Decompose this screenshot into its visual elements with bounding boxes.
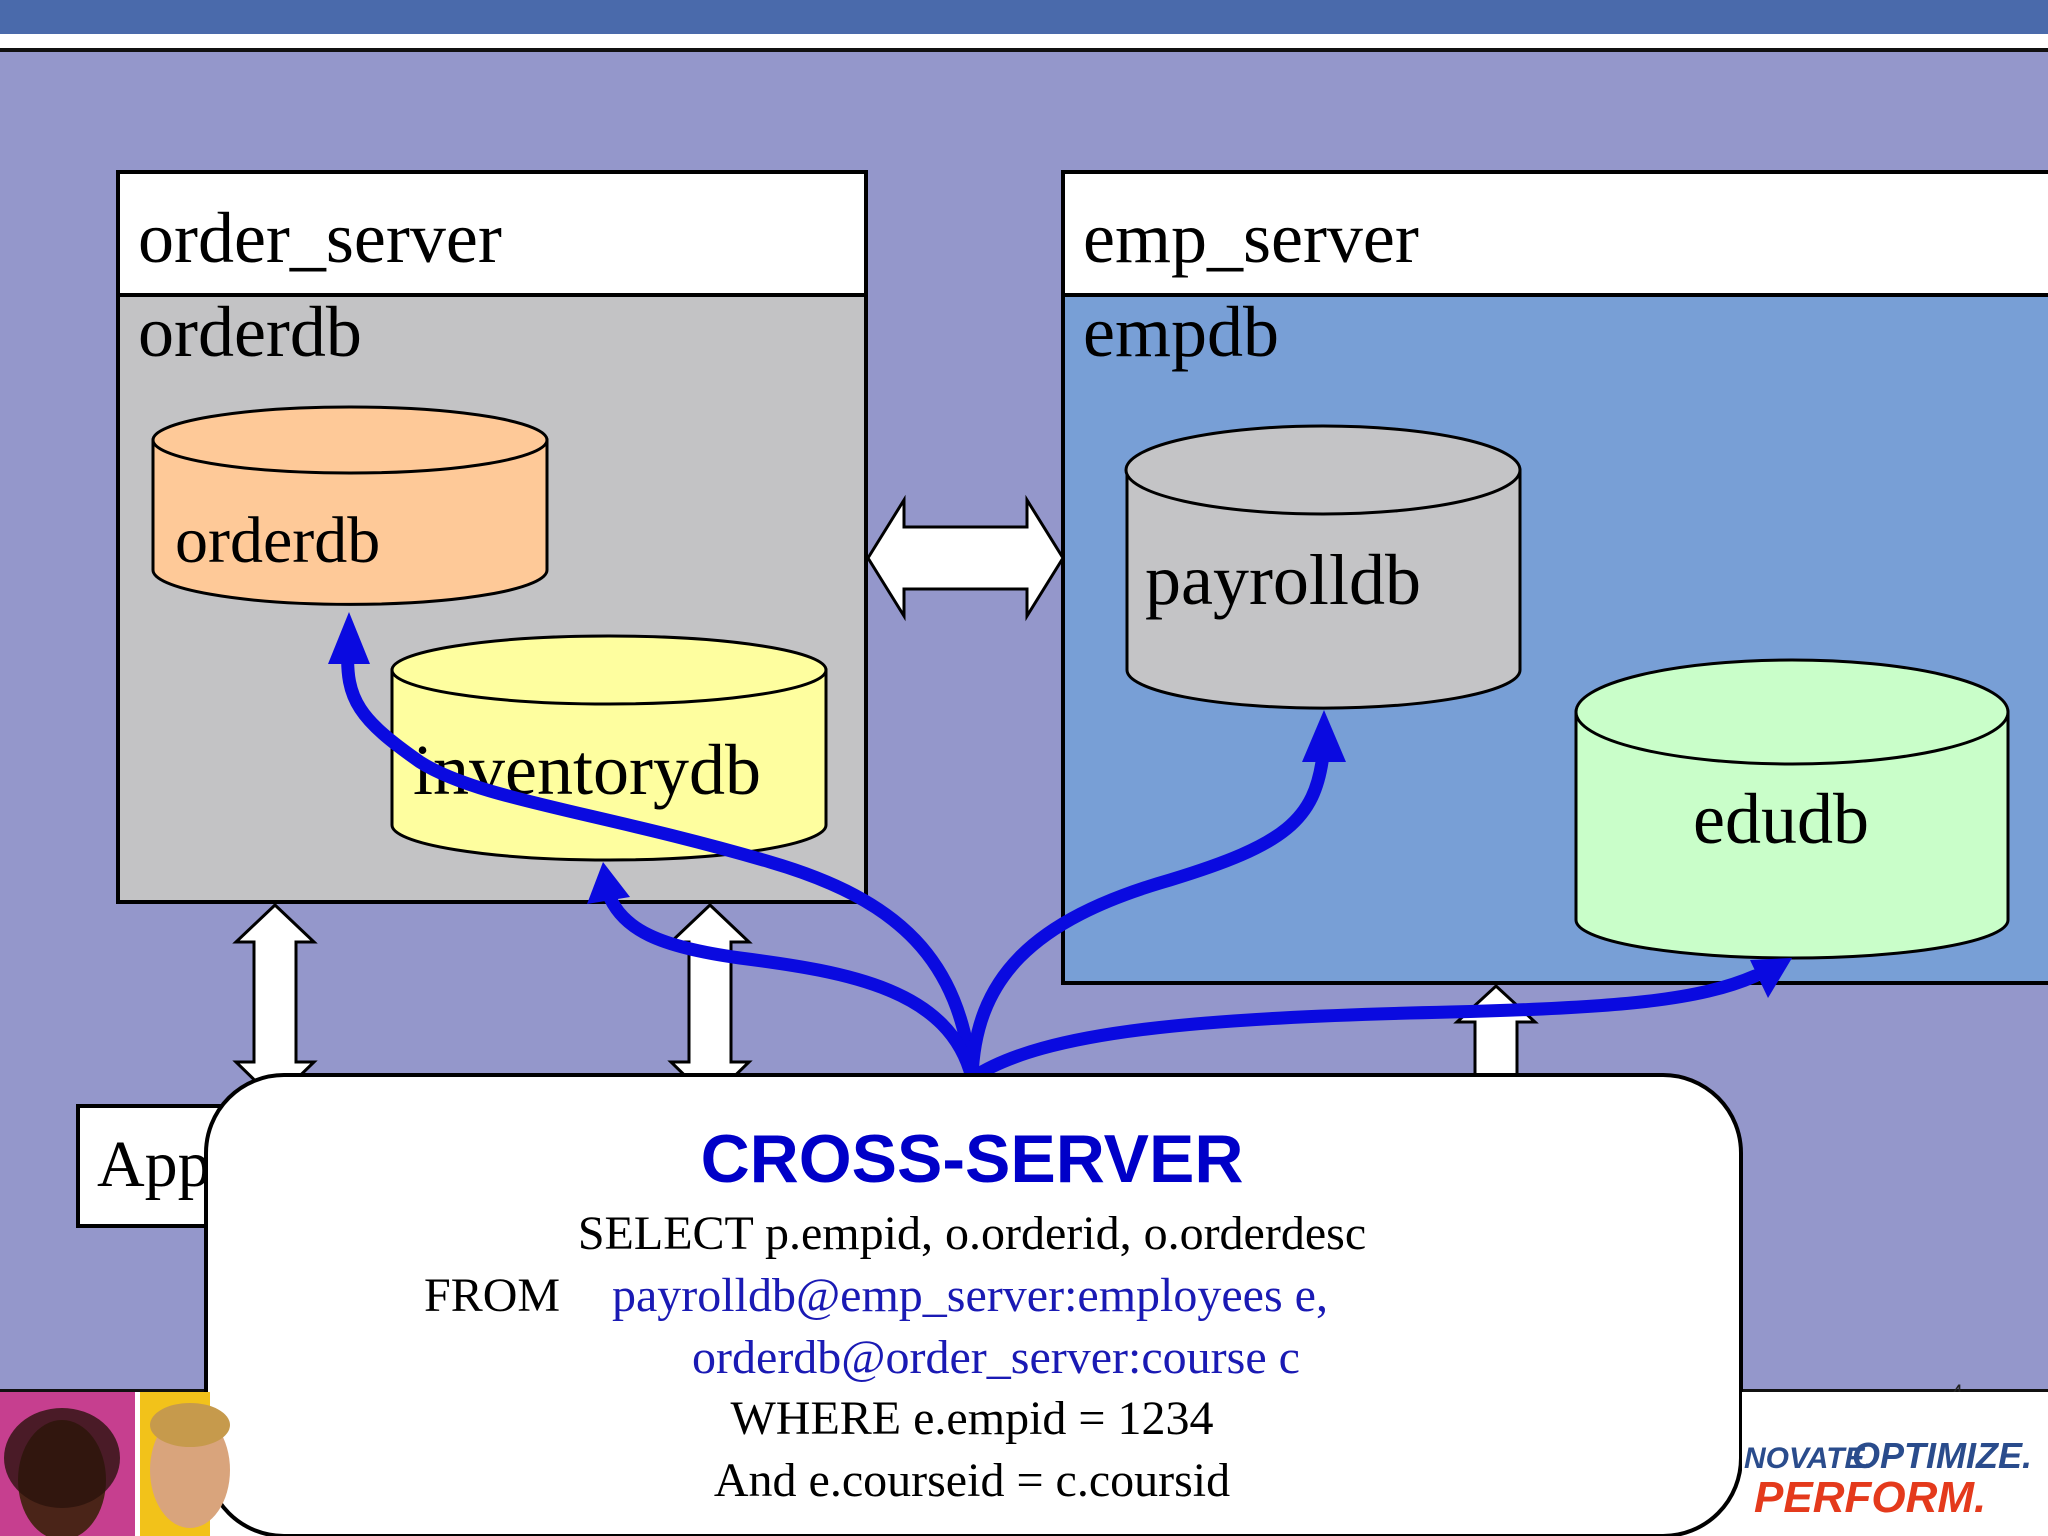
- orderdb-label: orderdb: [175, 504, 380, 577]
- sql-and-line: And e.courseid = c.coursid: [714, 1454, 1230, 1507]
- sql-from-keyword: FROM: [424, 1269, 560, 1322]
- sql-where-line: WHERE e.empid = 1234: [731, 1392, 1214, 1445]
- payrolldb-label: payrolldb: [1145, 540, 1421, 620]
- app-box-label: App: [97, 1128, 211, 1201]
- orderdb-cylinder: orderdb: [151, 405, 549, 606]
- top-divider: [0, 48, 2048, 52]
- emp-server-header: [1061, 170, 2048, 297]
- inventorydb-cylinder: inventorydb: [390, 634, 828, 862]
- arrow-to-orderdb: [341, 641, 979, 1085]
- photo-faces-icon: [0, 1392, 230, 1536]
- double-arrow-icon: [866, 494, 1065, 622]
- arrow-to-payrolldb: [965, 748, 1330, 1085]
- order-server-instance-label: orderdb: [138, 292, 362, 372]
- logo-optimize-text: OPTIMIZE.: [1852, 1435, 2032, 1476]
- logo-perform-text: PERFORM.: [1754, 1473, 1986, 1522]
- order-server-header: [116, 170, 868, 297]
- callout-title: CROSS-SERVER: [701, 1121, 1244, 1197]
- arrowhead-inventorydb: [587, 862, 630, 904]
- arrow-to-inventorydb: [601, 886, 979, 1085]
- callout-box: [204, 1073, 1743, 1536]
- edudb-label: edudb: [1693, 779, 1869, 859]
- edudb-cylinder: edudb: [1574, 658, 2010, 960]
- sql-select-line: SELECT p.empid, o.orderid, o.orderdesc: [578, 1207, 1366, 1260]
- query-arrowheads: [328, 612, 1792, 998]
- up-down-arrow-icon: [232, 902, 318, 1103]
- emp-server-title: emp_server: [1083, 198, 1419, 278]
- sql-from-source-1: payrolldb@emp_server:employees e,: [612, 1269, 1328, 1322]
- payrolldb-cylinder: payrolldb: [1124, 424, 1522, 710]
- arrow-to-edudb: [965, 969, 1762, 1085]
- inventorydb-label: inventorydb: [413, 730, 761, 810]
- query-arrows: [341, 641, 1762, 1085]
- logo-novate-text: NOVATE.: [1744, 1442, 1873, 1475]
- cross-server-callout: CROSS-SERVER SELECT p.empid, o.orderid, …: [204, 1073, 1743, 1536]
- arrowhead-payrolldb: [1302, 710, 1346, 762]
- order-server-title: order_server: [138, 198, 502, 278]
- footer-logo: NOVATE. OPTIMIZE. PERFORM.: [1742, 1392, 2048, 1536]
- top-title-bar: [0, 0, 2048, 34]
- sql-from-source-2: orderdb@order_server:course c: [692, 1331, 1300, 1384]
- emp-server-instance-label: empdb: [1083, 292, 1279, 372]
- arrowhead-orderdb: [328, 612, 370, 664]
- up-down-arrow-icon: [667, 902, 753, 1103]
- arrowhead-edudb: [1750, 958, 1792, 998]
